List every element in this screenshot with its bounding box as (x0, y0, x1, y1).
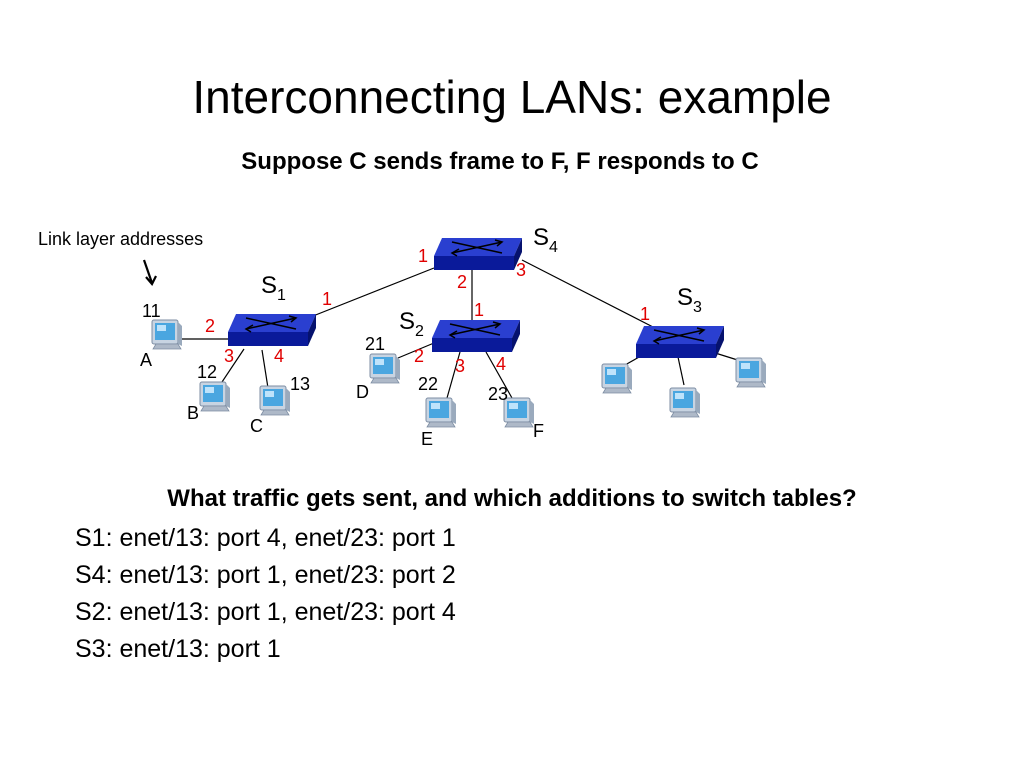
link-s1-b (219, 348, 245, 386)
switch-s2-label: S2 (399, 308, 424, 340)
host-d-icon (369, 353, 401, 384)
answer-line: S2: enet/13: port 1, enet/23: port 4 (75, 598, 456, 626)
host-b-icon (199, 381, 231, 412)
host-c-icon (259, 385, 291, 416)
host-d-addr: 21 (365, 334, 385, 354)
s4-port-3: 3 (516, 260, 526, 280)
answer-list: S1: enet/13: port 4, enet/23: port 1 S4:… (75, 520, 456, 668)
host-a-name: A (140, 350, 152, 370)
host-f-addr: 23 (488, 384, 508, 404)
annotation-arrow-icon (142, 259, 157, 286)
switch-s3-label: S3 (677, 284, 702, 316)
s3-port-1: 1 (640, 304, 650, 324)
host-d-name: D (356, 382, 369, 402)
s1-port-4: 4 (274, 346, 284, 366)
answer-line: S1: enet/13: port 4, enet/23: port 1 (75, 524, 456, 552)
link-s4-s3 (521, 259, 656, 329)
switch-s3-icon (635, 325, 725, 359)
link-s2-f (485, 351, 513, 399)
switch-s1-label: S1 (261, 272, 286, 304)
host-b-name: B (187, 403, 199, 423)
s2-port-2: 2 (414, 346, 424, 366)
switch-s4-icon (433, 237, 523, 271)
host-a-addr: 11 (142, 301, 161, 321)
s1-port-1: 1 (322, 289, 332, 309)
s1-port-2: 2 (205, 316, 215, 336)
host-a-icon (151, 319, 183, 350)
host-e-addr: 22 (418, 374, 438, 394)
host-e-icon (425, 397, 457, 428)
link-s3-h2 (677, 356, 685, 386)
host-s3-2-icon (669, 387, 701, 418)
s4-port-1: 1 (418, 246, 428, 266)
host-s3-1-icon (601, 363, 633, 394)
annotation-link-layer: Link layer addresses (38, 229, 203, 249)
answer-line: S4: enet/13: port 1, enet/23: port 2 (75, 561, 456, 589)
switch-s4-label: S4 (533, 224, 558, 256)
s2-port-3: 3 (455, 356, 465, 376)
question-text: What traffic gets sent, and which additi… (167, 485, 857, 512)
switch-s2-icon (431, 319, 521, 353)
host-c-name: C (250, 416, 263, 436)
s4-port-2: 2 (457, 272, 467, 292)
s2-port-4: 4 (496, 354, 506, 374)
link-s2-d (397, 342, 435, 359)
slide-title: Interconnecting LANs: example (192, 71, 832, 123)
answer-line: S3: enet/13: port 1 (75, 635, 281, 663)
host-s3-3-icon (735, 357, 767, 388)
link-s1-c (261, 349, 269, 389)
port-labels: 1 2 3 1 2 3 4 1 2 3 4 1 (205, 246, 650, 376)
host-labels: 11 A 12 B 13 C 21 D 22 E 23 F (140, 301, 544, 449)
host-f-icon (503, 397, 535, 428)
host-e-name: E (421, 429, 433, 449)
host-f-name: F (533, 421, 544, 441)
s1-port-3: 3 (224, 346, 234, 366)
links (180, 259, 745, 399)
host-b-addr: 12 (197, 362, 217, 382)
switch-s1-icon (227, 313, 317, 347)
host-c-addr: 13 (290, 374, 310, 394)
slide-subtitle: Suppose C sends frame to F, F responds t… (241, 148, 759, 175)
link-s2-e (446, 351, 461, 399)
link-s4-s1 (307, 267, 435, 319)
s2-port-1: 1 (474, 300, 484, 320)
